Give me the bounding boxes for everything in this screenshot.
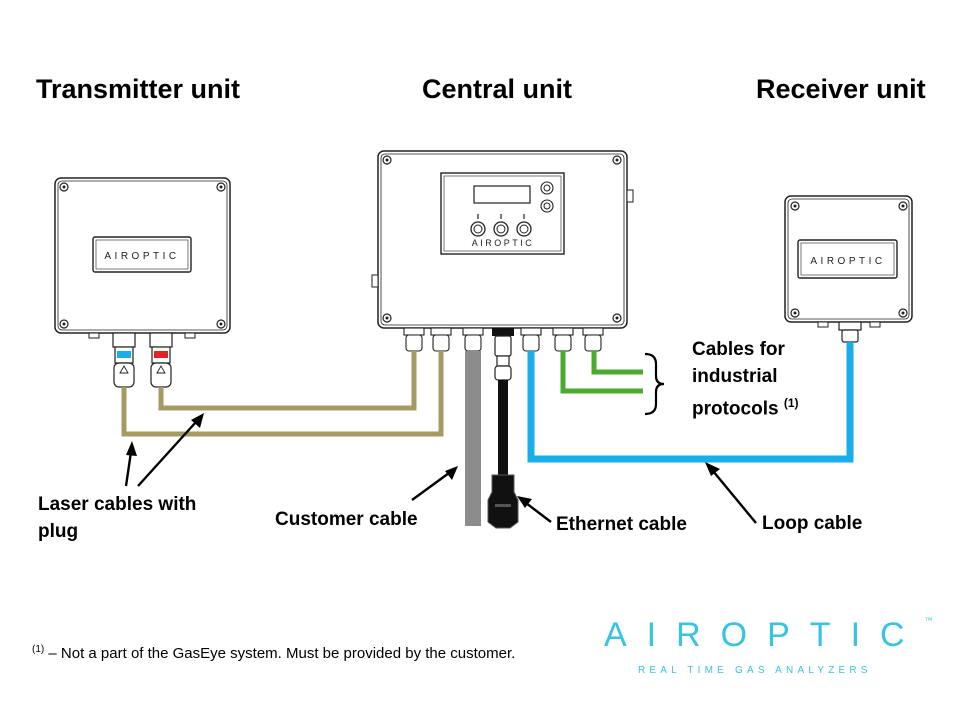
label-industrial-line3: protocols (1) [692,390,799,422]
label-loop-cable: Loop cable [762,513,863,534]
ethernet-cable [487,380,519,529]
central-logo-plate: AIROPTIC [472,238,535,248]
label-industrial-line1: Cables for [692,339,785,360]
label-industrial-line2: industrial [692,366,778,387]
footnote-text: – Not a part of the GasEye system. Must … [44,645,516,662]
industrial-protocol-cables [560,351,643,394]
label-industrial-protocol-cables: Cables for industrial protocols (1) [692,336,799,422]
logo-trademark: ™ [924,616,933,625]
receiver-unit: AIROPTIC [784,195,913,343]
airoptic-logo: AIROPTIC™ [604,616,933,655]
central-unit: AIROPTIC [371,150,634,381]
label-laser-cables: Laser cables with plug [38,491,196,545]
heading-transmitter-unit: Transmitter unit [36,74,241,104]
laser-cables [121,351,444,437]
loop-cable-arrow [712,470,757,524]
receiver-logo-plate: AIROPTIC [810,256,885,267]
label-customer-cable: Customer cable [275,509,418,530]
laser-cable-arrow-2 [137,421,197,487]
label-laser-line2: plug [38,521,79,542]
footnote: (1) – Not a part of the GasEye system. M… [32,644,515,662]
label-industrial-protocols: protocols [692,398,779,420]
heading-receiver-unit: Receiver unit [756,74,926,104]
laser-cable-arrow-1 [124,451,133,487]
label-industrial-note: (1) [783,396,799,410]
transmitter-logo-plate: AIROPTIC [104,251,179,262]
label-laser-line1: Laser cables with [38,494,197,515]
ethernet-cable-arrow [525,502,552,523]
logo-tagline: REAL TIME GAS ANALYZERS [638,665,872,676]
footnote-marker: (1) [32,644,45,655]
transmitter-unit: AIROPTIC [54,177,231,388]
industrial-cables-brace [644,352,665,416]
label-ethernet-cable: Ethernet cable [556,514,687,535]
customer-cable-arrow [411,472,450,501]
heading-central-unit: Central unit [422,74,573,104]
loop-cable [527,342,854,463]
customer-cable [465,351,481,526]
logo-name: AIROPTIC [604,616,925,654]
